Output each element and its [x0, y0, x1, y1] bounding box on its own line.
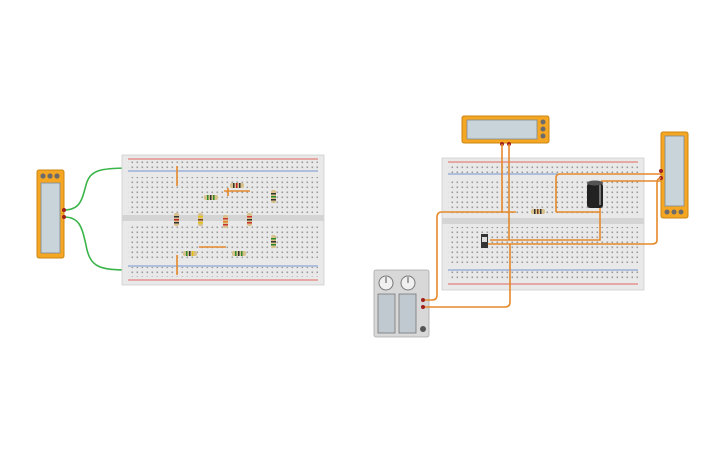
circle-knob-icon[interactable] — [540, 119, 546, 125]
circle-knob-icon[interactable] — [47, 173, 53, 179]
multimeter-top[interactable] — [461, 115, 550, 144]
resistor[interactable] — [232, 251, 246, 256]
power-supply[interactable] — [373, 269, 430, 338]
terminal-dot-icon[interactable] — [62, 215, 66, 219]
wires-right[interactable] — [425, 144, 662, 308]
meter-screen — [40, 182, 61, 254]
circle-knob-icon[interactable] — [40, 173, 46, 179]
resistor[interactable] — [247, 213, 252, 226]
meter-screen — [664, 135, 685, 207]
circle-knob-icon[interactable] — [540, 126, 546, 132]
resistor[interactable] — [198, 213, 203, 226]
circle-knob-icon[interactable] — [540, 133, 546, 139]
breadboard-right[interactable] — [441, 157, 645, 291]
circle-knob-icon[interactable] — [664, 209, 670, 215]
resistor[interactable] — [183, 251, 197, 256]
terminal-dot-icon[interactable] — [62, 208, 66, 212]
resistor[interactable] — [271, 235, 276, 248]
power-button-icon[interactable] — [420, 326, 426, 332]
probe-wires-left[interactable] — [63, 167, 131, 271]
resistor[interactable] — [531, 209, 545, 214]
meter-screen — [466, 119, 538, 140]
jumper-wires-left[interactable] — [176, 166, 250, 275]
resistor[interactable] — [223, 215, 228, 228]
terminal-dot-icon[interactable] — [659, 169, 663, 173]
multimeter-right[interactable] — [660, 131, 689, 219]
circle-knob-icon[interactable] — [678, 209, 684, 215]
resistor[interactable] — [204, 195, 218, 200]
switch[interactable] — [481, 234, 488, 248]
resistor[interactable] — [174, 213, 179, 226]
resistor[interactable] — [230, 183, 244, 188]
supply-screen — [398, 293, 417, 334]
circle-knob-icon[interactable] — [671, 209, 677, 215]
resistors-left[interactable] — [174, 183, 276, 256]
terminal-dot-icon[interactable] — [421, 305, 425, 309]
supply-screen — [377, 293, 396, 334]
terminal-dot-icon[interactable] — [421, 298, 425, 302]
multimeter-left[interactable] — [36, 169, 65, 259]
capacitor[interactable] — [587, 180, 603, 209]
circle-knob-icon[interactable] — [54, 173, 60, 179]
resistor[interactable] — [271, 190, 276, 203]
